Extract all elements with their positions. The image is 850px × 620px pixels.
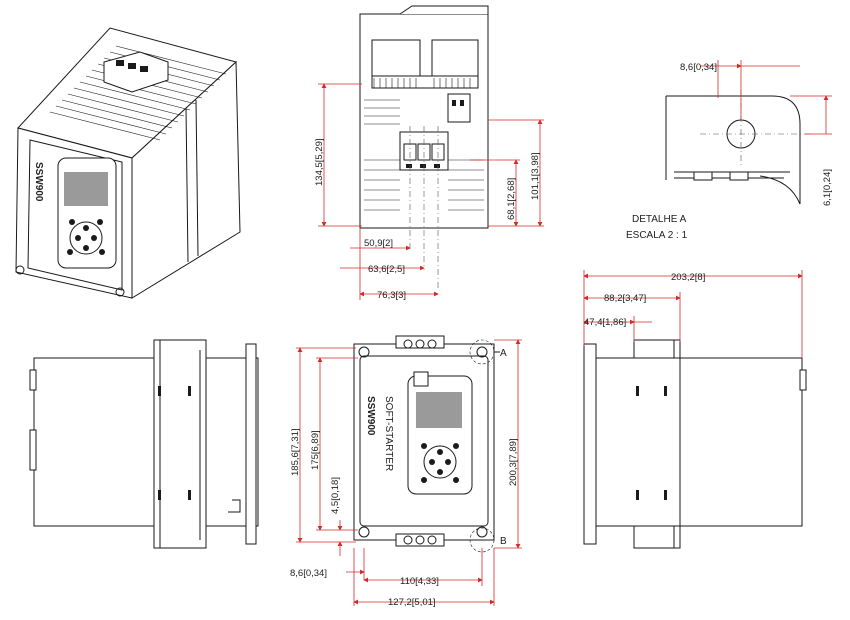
dim-side-w2: 88,2[3,47]	[604, 293, 646, 304]
dim-side-w1: 203,2[8]	[671, 272, 705, 283]
dim-side-w3: 47,4[1,86]	[584, 317, 626, 328]
dim-front-w1: 8,6[0,34]	[290, 568, 327, 579]
brand-logo: SSW900	[33, 162, 44, 202]
label-a: A	[500, 348, 507, 359]
front-view: SSW900 SOFT-STARTER A B	[353, 335, 507, 553]
dim-front-h1: 185,6[7,31]	[290, 428, 301, 476]
detail-scale: ESCALA 2 : 1	[626, 230, 688, 241]
top-view-dimensions: 134,5[5,29] 68,1[2,68] 101,1[3,98] 50,9[…	[314, 83, 544, 301]
front-brand-sub: SOFT-STARTER	[383, 396, 394, 471]
front-brand-logo: SSW900	[365, 396, 376, 436]
detail-dim-h: 6,1[0,24]	[822, 169, 833, 206]
dim-front-h3: 4,5[0,18]	[330, 477, 341, 514]
detail-title: DETALHE A	[632, 214, 687, 225]
front-view-dimensions: 185,6[7,31] 175[6,89] 4,5[0,18] 200,3[7,…	[290, 339, 522, 608]
dim-top-w2: 63,6[2,5]	[368, 264, 405, 275]
top-view	[359, 5, 489, 290]
dim-front-w2: 110[4,33]	[400, 576, 439, 587]
dim-top-h3: 101,1[3,98]	[530, 152, 541, 200]
side-view-dimensions: 203,2[8] 88,2[3,47] 47,4[1,86]	[583, 270, 803, 358]
detail-a: 8,6[0,34] 6,1[0,24] DETALHE A ESCALA 2 :…	[626, 60, 833, 241]
dim-front-h2: 175[6,89]	[310, 430, 321, 470]
dim-top-h1: 134,5[5,29]	[314, 138, 325, 186]
left-side-view	[29, 339, 259, 549]
dim-top-w1: 50,9[2]	[364, 238, 393, 249]
dim-front-h4: 200,3[7,89]	[508, 438, 519, 486]
dim-top-h2: 68,1[2,68]	[506, 178, 517, 220]
right-side-view	[583, 339, 807, 549]
dim-front-w3: 127,2[5,01]	[388, 597, 436, 608]
isometric-view: SSW900	[15, 27, 241, 299]
dim-top-w3: 76,3[3]	[377, 290, 406, 301]
label-b: B	[500, 536, 507, 547]
detail-dim-w: 8,6[0,34]	[680, 62, 717, 73]
